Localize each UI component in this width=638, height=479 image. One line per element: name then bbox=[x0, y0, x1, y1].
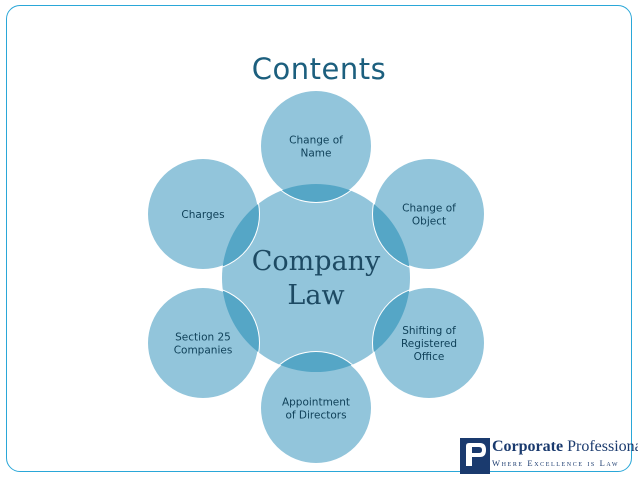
logo-brand-text: Corporate Professionals bbox=[492, 438, 638, 455]
center-circle bbox=[222, 184, 410, 372]
logo-emblem-icon bbox=[460, 438, 490, 474]
corporate-professionals-logo: Corporate Professionals Where Excellence… bbox=[460, 436, 638, 476]
slide-title: Contents bbox=[251, 52, 387, 86]
topic-label-charges: Charges bbox=[181, 209, 224, 221]
logo-tagline: Where Excellence is Law bbox=[492, 458, 620, 468]
